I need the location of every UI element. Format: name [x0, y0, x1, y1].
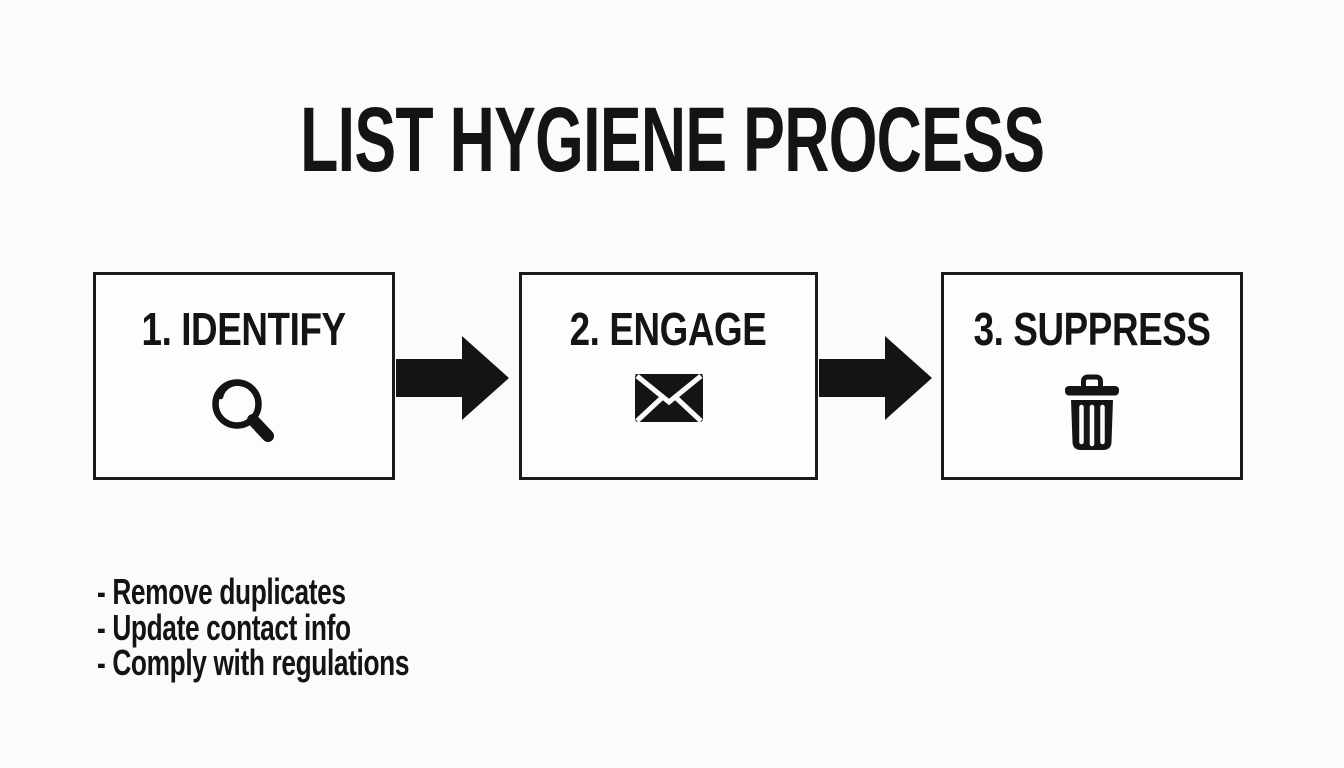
- trash-icon: [1064, 374, 1120, 454]
- step-label: 3. SUPPRESS: [944, 306, 1240, 352]
- envelope-icon: [634, 374, 703, 422]
- page-title-text: LIST HYGIENE PROCESS: [299, 89, 1045, 191]
- step-label-text: 2. ENGAGE: [570, 303, 767, 355]
- note-item: - Update contact info: [97, 606, 351, 648]
- arrow-right-icon: [396, 336, 509, 425]
- note-item: - Remove duplicates: [97, 571, 346, 612]
- step-label: 2. ENGAGE: [545, 306, 791, 352]
- arrow-right-icon: [819, 336, 932, 425]
- notes-list: - Remove duplicates - Update contact inf…: [97, 574, 409, 681]
- step-box-identify: 1. IDENTIFY: [93, 272, 395, 480]
- step-label-text: 3. SUPPRESS: [973, 303, 1211, 355]
- note-item: - Comply with regulations: [97, 642, 410, 683]
- step-label: 1. IDENTIFY: [116, 306, 371, 352]
- step-box-suppress: 3. SUPPRESS: [941, 272, 1243, 480]
- step-label-text: 1. IDENTIFY: [141, 303, 347, 355]
- page-title: LIST HYGIENE PROCESS: [0, 94, 1344, 186]
- step-box-engage: 2. ENGAGE: [519, 272, 818, 480]
- magnifier-icon: [208, 374, 280, 448]
